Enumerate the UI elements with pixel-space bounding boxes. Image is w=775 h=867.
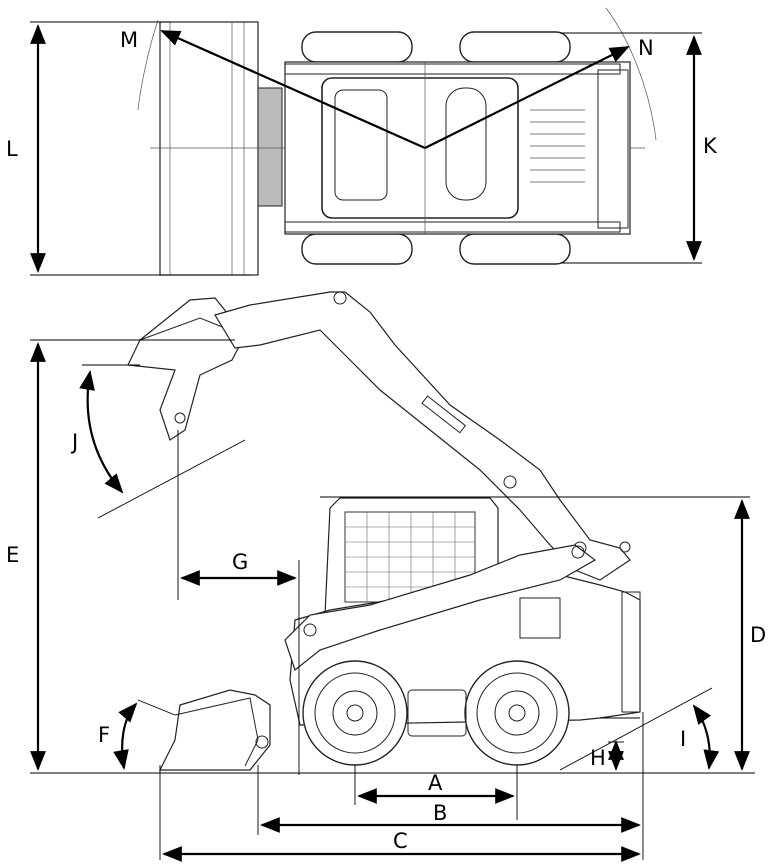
turning-radius-M-N: [160, 29, 630, 150]
label-I: I: [680, 727, 686, 751]
angle-J: [79, 370, 124, 494]
label-J: J: [70, 430, 78, 454]
label-N: N: [638, 36, 654, 60]
top-view-tire-front-right: [301, 233, 413, 265]
wheel-cover-plate: [407, 689, 467, 737]
label-A: A: [428, 771, 443, 795]
dimension-L: [30, 21, 250, 276]
dimension-K: [560, 32, 702, 264]
label-K: K: [703, 134, 718, 158]
top-view-coupler: [257, 87, 283, 207]
label-C: C: [393, 829, 408, 853]
top-view-cab: [321, 77, 519, 219]
top-view: [137, 7, 657, 276]
label-L: L: [6, 137, 18, 161]
label-B: B: [433, 801, 447, 825]
raised-bucket: [127, 297, 247, 441]
angle-F: [113, 702, 138, 770]
rear-wheel: [464, 660, 570, 766]
angle-I: [692, 704, 720, 770]
lowered-bucket: [159, 689, 271, 771]
top-view-tire-rear-right: [459, 233, 571, 265]
label-H: H: [590, 746, 606, 770]
top-view-tire-front-left: [301, 31, 413, 63]
label-E: E: [6, 543, 19, 567]
top-view-bucket: [159, 21, 259, 276]
label-F: F: [98, 723, 110, 747]
top-view-engine-grille: [530, 109, 585, 183]
top-view-tire-rear-left: [459, 31, 571, 63]
label-M: M: [120, 28, 138, 52]
label-G: G: [232, 550, 248, 574]
label-D: D: [750, 623, 766, 647]
front-wheel: [302, 660, 408, 766]
top-view-chassis: [284, 61, 631, 235]
